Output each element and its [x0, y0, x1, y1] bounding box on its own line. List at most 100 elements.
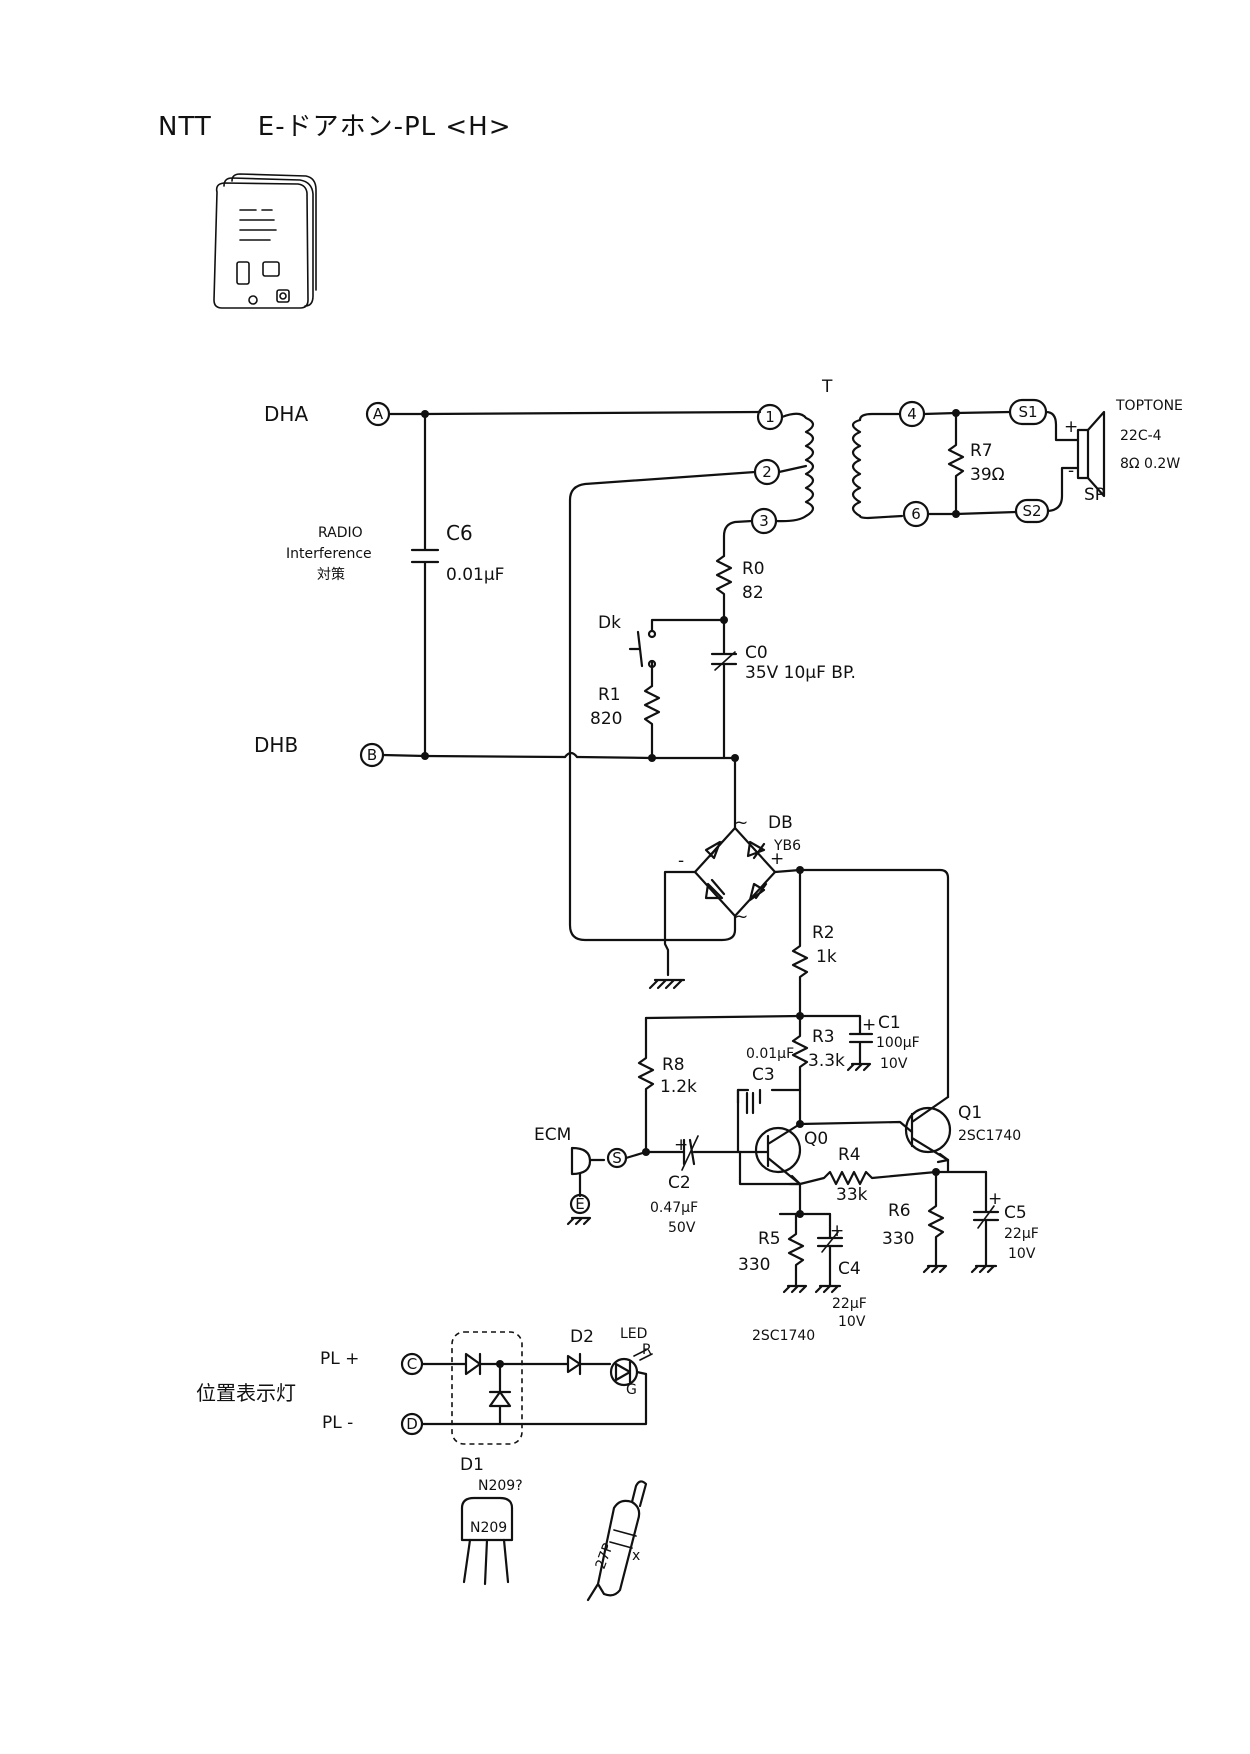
transformer-label: T — [821, 377, 833, 397]
speaker-minus: - — [1068, 461, 1074, 481]
r6-name: R6 — [888, 1201, 911, 1221]
speaker-model: 22C-4 — [1120, 428, 1162, 444]
terminal-b-label: B — [367, 746, 377, 764]
dhb-label: DHB — [254, 733, 298, 757]
ecm-e-label: E — [575, 1195, 584, 1213]
c4-plus: + — [830, 1221, 844, 1241]
speaker-name: SP — [1084, 485, 1105, 505]
d27p-body-label: 27P — [593, 1541, 617, 1571]
db-name: DB — [768, 813, 793, 833]
r6-value: 330 — [882, 1229, 914, 1249]
c2-value: 0.47μF — [650, 1200, 698, 1216]
c5-value: 22μF — [1004, 1226, 1039, 1242]
led-g: G — [626, 1382, 637, 1398]
c2-voltage: 50V — [668, 1220, 696, 1236]
r8-name: R8 — [662, 1055, 685, 1075]
c3-value: 0.01μF — [746, 1046, 794, 1062]
t-pin-3: 3 — [759, 512, 769, 530]
speaker-section: 4 6 R7 39Ω S1 S2 + - TOPTONE 22C-4 8Ω 0.… — [898, 398, 1183, 528]
c0-value: 35V 10μF BP. — [745, 663, 856, 683]
ecm-label: ECM — [534, 1125, 571, 1145]
terminal-a-label: A — [373, 405, 384, 423]
dha-label: DHA — [264, 402, 308, 426]
pl-minus-label: PL - — [322, 1413, 353, 1433]
r8-value: 1.2k — [660, 1077, 697, 1097]
c6-note-1: RADIO — [318, 525, 363, 541]
d27p-mark: x — [632, 1548, 640, 1564]
r2-value: 1k — [816, 947, 837, 967]
doorphone-device-sketch — [213, 173, 317, 309]
t-pin-2: 2 — [762, 463, 772, 481]
c4-name: C4 — [838, 1259, 861, 1279]
q1-name: Q1 — [958, 1103, 982, 1123]
t-pin-1: 1 — [765, 408, 775, 426]
r4-name: R4 — [838, 1145, 861, 1165]
c6-note-3: 対策 — [317, 566, 345, 583]
n209-body-label: N209 — [470, 1520, 507, 1536]
q1-model: 2SC1740 — [958, 1128, 1021, 1144]
db-model: YB6 — [773, 838, 801, 854]
db-ac-bottom: ~ — [734, 907, 748, 927]
s2-label: S2 — [1022, 502, 1041, 520]
db-minus: - — [678, 851, 684, 871]
led-name: LED — [620, 1326, 647, 1342]
c6-note-2: Interference — [286, 546, 372, 562]
c2-name: C2 — [668, 1173, 691, 1193]
q1-transistor-icon — [904, 1106, 952, 1154]
speaker-plus: + — [1064, 417, 1078, 437]
indicator-lamp-label: 位置表示灯 — [196, 1381, 296, 1405]
r0-value: 82 — [742, 583, 764, 603]
title-brand: NTT — [158, 112, 212, 142]
n209-package-sketch — [460, 1496, 514, 1542]
input-section: DHA A RADIO Interference 対策 C6 0.01μF DH… — [254, 401, 762, 768]
bridge-rectifier-db: ~ ~ - + DB YB6 — [648, 756, 950, 1099]
c4-voltage: 10V — [838, 1314, 866, 1330]
r3-name: R3 — [812, 1027, 835, 1047]
db-plus: + — [770, 849, 784, 869]
d27p-diode-sketch — [586, 1499, 641, 1602]
transformer-t: T 1 2 3 — [750, 377, 904, 535]
speaker-icon — [1076, 428, 1090, 480]
terminal-d-label: D — [406, 1415, 418, 1433]
amplifier-section: R2 1k + C1 100μF 10V R3 3.3k 0.01μF C3 R… — [534, 868, 1039, 1344]
q0-transistor-icon — [754, 1126, 802, 1174]
ground-symbol — [648, 978, 686, 990]
c5-voltage: 10V — [1008, 1246, 1036, 1262]
t-pin-4: 4 — [907, 405, 917, 423]
c1-name: C1 — [878, 1013, 901, 1033]
c6-value: 0.01μF — [446, 565, 504, 585]
c4-value: 22μF — [832, 1296, 867, 1312]
c2-plus: + — [674, 1135, 688, 1155]
t-pin-6: 6 — [911, 505, 921, 523]
c1-value: 100μF — [876, 1035, 920, 1051]
r3-value: 3.3k — [808, 1051, 845, 1071]
speaker-rating: 8Ω 0.2W — [1120, 456, 1180, 472]
terminal-c-label: C — [407, 1355, 417, 1373]
led-r: R — [642, 1342, 652, 1358]
c0-name: C0 — [745, 643, 768, 663]
speaker-brand: TOPTONE — [1115, 398, 1183, 414]
d1-name: D1 — [460, 1455, 484, 1475]
c3-name: C3 — [752, 1065, 775, 1085]
d1-model: N209? — [478, 1478, 523, 1494]
indicator-lamp-section: 位置表示灯 PL + PL - C D D2 LED R G D1 N209? … — [196, 1326, 653, 1602]
c5-name: C5 — [1004, 1203, 1027, 1223]
r4-value: 33k — [836, 1185, 868, 1205]
dk-label: Dk — [598, 613, 621, 633]
c6-name: C6 — [446, 521, 473, 545]
d2-name: D2 — [570, 1327, 594, 1347]
r1-value: 820 — [590, 709, 622, 729]
r7-value: 39Ω — [970, 465, 1005, 485]
q0-model: 2SC1740 — [752, 1328, 815, 1344]
transformer-wiring: R0 82 C0 35V 10μF BP. Dk R1 820 — [568, 470, 856, 942]
c5-plus: + — [988, 1189, 1002, 1209]
pl-plus-label: PL + — [320, 1349, 359, 1369]
dk-switch[interactable] — [628, 630, 644, 668]
ecm-microphone-icon — [570, 1146, 592, 1176]
db-ac-top: ~ — [734, 813, 748, 833]
c1-voltage: 10V — [880, 1056, 908, 1072]
r7-name: R7 — [970, 441, 993, 461]
q0-name: Q0 — [804, 1129, 828, 1149]
